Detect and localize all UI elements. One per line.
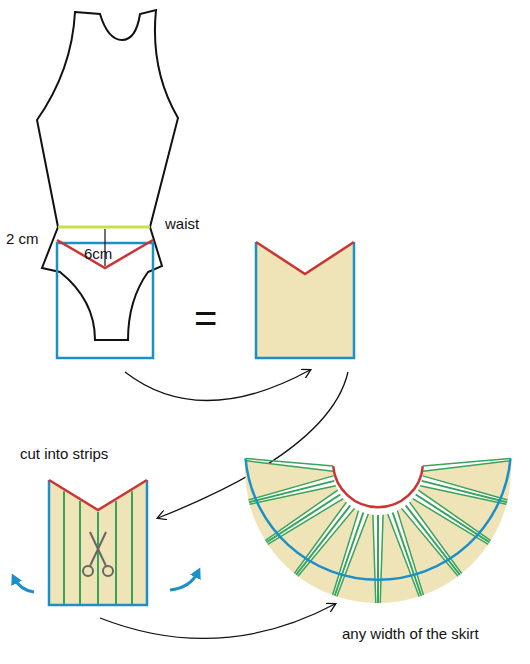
strip-edge <box>337 514 368 597</box>
step-note: cut into strips <box>20 446 108 463</box>
strips-piece <box>49 480 147 605</box>
step-note: any width of the skirt <box>342 626 479 643</box>
flow-arrow <box>125 370 310 401</box>
cut-lines <box>64 491 132 604</box>
cut-line <box>97 512 99 604</box>
cut-line <box>79 501 81 604</box>
part-label: waist <box>165 216 199 233</box>
waist-curve <box>333 466 423 507</box>
flow-arrow <box>100 604 335 638</box>
strip-edge <box>423 476 508 500</box>
cut-line <box>63 491 65 604</box>
v-cut <box>49 480 147 510</box>
dimension-label: 2 cm <box>6 231 39 248</box>
cut-line <box>377 515 379 603</box>
strip-edge <box>298 508 355 576</box>
equals-sign: = <box>194 296 217 340</box>
circle-skirt <box>245 458 511 603</box>
waist-line <box>58 226 150 229</box>
spread-arrow <box>170 572 198 590</box>
skirt-strip <box>337 514 376 603</box>
cut-line <box>131 491 133 604</box>
piece-sides <box>256 242 354 358</box>
strip-edge <box>423 458 511 466</box>
spread-arrow <box>14 578 34 592</box>
scissors-icon <box>83 532 113 576</box>
strip-edge <box>250 486 336 505</box>
piece-sides <box>49 480 147 605</box>
skirt-strip <box>423 461 511 500</box>
cut-line <box>115 501 117 604</box>
strip-edge <box>380 515 383 603</box>
strip-edge <box>373 515 376 603</box>
strip-edge <box>246 458 334 466</box>
pattern-rect <box>57 243 153 358</box>
strip-edge <box>397 511 423 595</box>
skirt-piece <box>256 242 354 358</box>
dimension-label: 6cm <box>84 246 112 263</box>
hem-line <box>246 458 511 579</box>
v-cut <box>256 242 354 274</box>
